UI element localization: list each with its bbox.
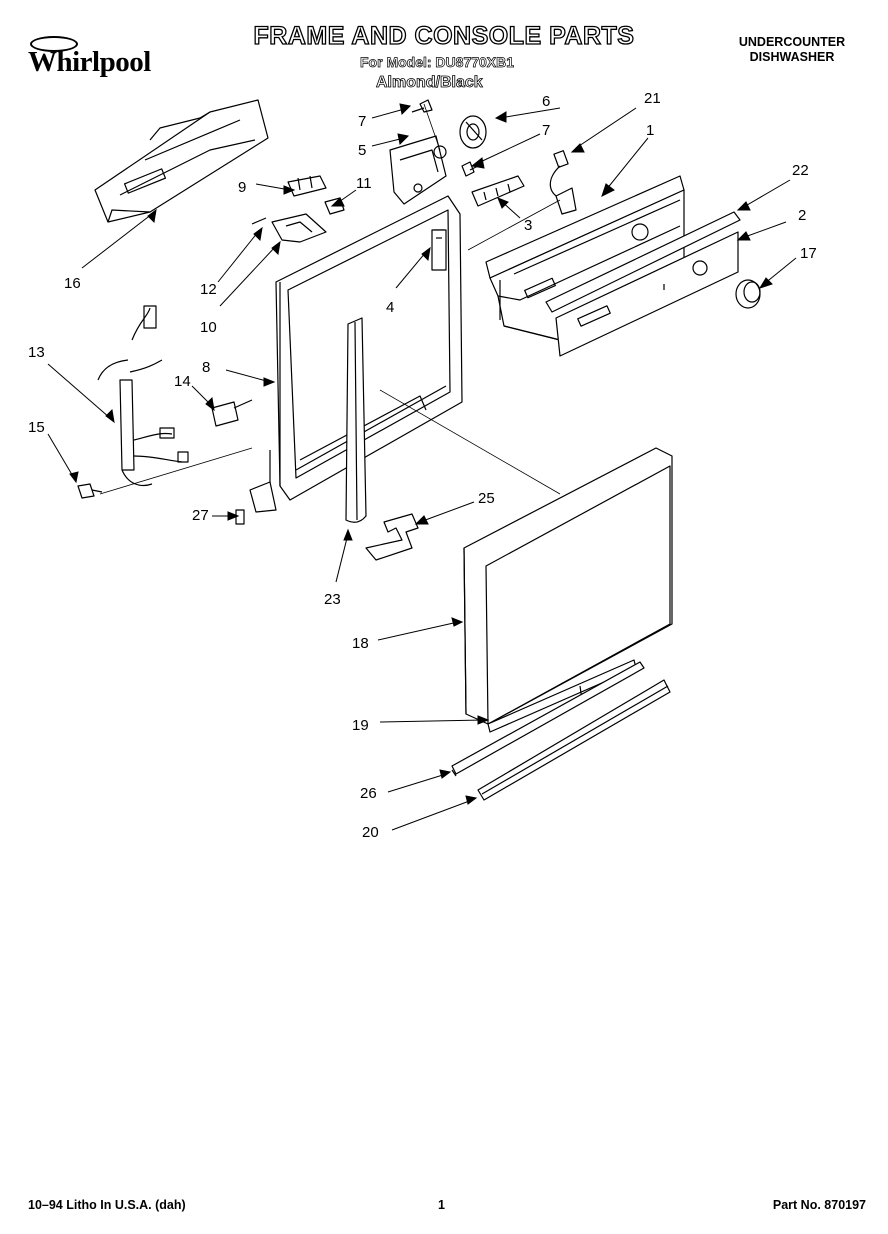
part-2-overlay: [555, 231, 739, 357]
part-5-latch-assembly: [389, 135, 447, 205]
callout-21: 21: [644, 90, 661, 107]
callout-7-top: 7: [358, 113, 366, 130]
callout-27: 27: [192, 507, 209, 524]
callout-22: 22: [792, 162, 809, 179]
part-1-console: [485, 175, 685, 341]
page-title: FRAME AND CONSOLE PARTS: [253, 21, 635, 50]
part-16-top-duct: [94, 99, 269, 223]
callout-11: 11: [356, 175, 372, 192]
model-line: For Model: DU8770XB1: [360, 54, 515, 71]
page-number: 1: [438, 1198, 445, 1212]
callout-14: 14: [174, 373, 191, 390]
part-20-kick-plate: [477, 679, 671, 801]
part-12-clip: [251, 217, 267, 225]
part-15-screw: [77, 483, 103, 499]
callout-19: 19: [352, 717, 369, 734]
callout-20: 20: [362, 824, 379, 841]
callout-7-right: 7: [542, 122, 550, 139]
callout-10: 10: [200, 319, 217, 336]
product-type: UNDERCOUNTER DISHWASHER: [722, 35, 862, 65]
part-21-wire-lead: [549, 150, 577, 215]
part-8-door-frame: [249, 195, 463, 513]
part-10-bracket: [271, 213, 327, 243]
callout-3: 3: [524, 217, 532, 234]
callout-25: 25: [478, 490, 495, 507]
print-info: 10–94 Litho In U.S.A. (dah): [28, 1198, 186, 1212]
part-6-knob: [459, 115, 487, 149]
part-4-strike: [431, 229, 447, 271]
part-9-switch: [287, 175, 327, 197]
leader-arrows: [47, 103, 797, 831]
callout-13: 13: [28, 344, 45, 361]
callout-12: 12: [200, 281, 217, 298]
callout-15: 15: [28, 419, 45, 436]
product-type-line-1: UNDERCOUNTER: [738, 35, 846, 49]
callout-2: 2: [798, 207, 806, 224]
callout-9: 9: [238, 179, 246, 196]
callout-18: 18: [352, 635, 369, 652]
product-type-line-2: DISHWASHER: [749, 50, 835, 64]
whirlpool-logo: Whirlpool: [22, 34, 182, 86]
callout-1: 1: [646, 122, 654, 139]
part-23-seal-strip: [345, 317, 367, 523]
callout-labels: 21 6 7 1 7 5 22 9 11 2 3 17 16 12 4 10 1…: [28, 90, 817, 841]
callout-4: 4: [386, 299, 394, 316]
part-13-wire-harness: [97, 305, 189, 487]
part-14-switch: [211, 399, 253, 427]
part-3-switch-block: [471, 175, 525, 207]
part-number: Part No. 870197: [772, 1198, 866, 1212]
logo-wordmark: Whirlpool: [28, 46, 151, 78]
part-27-clip: [235, 509, 245, 525]
callout-17: 17: [800, 245, 817, 262]
part-7-screw-top: [411, 99, 433, 113]
part-22-trim-strip: [545, 211, 741, 313]
part-26-trim-strip: [451, 661, 645, 777]
color-variant: Almond/Black: [376, 74, 483, 92]
callout-6: 6: [542, 93, 550, 110]
assembly-guide-lines: [99, 103, 561, 495]
callout-16: 16: [64, 275, 81, 292]
callout-26: 26: [360, 785, 377, 802]
callout-8: 8: [202, 359, 210, 376]
callout-5: 5: [358, 142, 366, 159]
part-18-door-panel: [463, 447, 673, 725]
callout-23: 23: [324, 591, 341, 608]
part-25-bracket: [365, 513, 419, 561]
part-17-knob: [735, 279, 761, 309]
logo-swirl: [30, 36, 78, 52]
